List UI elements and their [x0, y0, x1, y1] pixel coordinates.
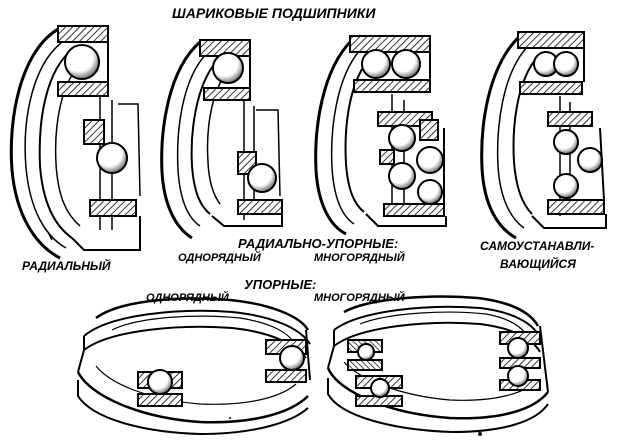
- label-self-aligning-2: ВАЮЩИЙСЯ: [500, 257, 576, 271]
- self-aligning-bearing: [480, 31, 607, 240]
- label-self-aligning-1: САМОУСТАНАВЛИ-: [480, 239, 595, 253]
- scan-speck: [229, 417, 231, 419]
- label-angular-single: ОДНОРЯДНЫЙ: [178, 252, 261, 264]
- thrust-single-bearing: [76, 297, 311, 436]
- label-radial: РАДИАЛЬНЫЙ: [22, 259, 111, 273]
- scan-speck: [478, 432, 482, 436]
- figure-title: ШАРИКОВЫЕ ПОДШИПНИКИ: [172, 5, 376, 21]
- angular-multi-bearing: [314, 35, 447, 236]
- label-thrust-multi: МНОГОРЯДНЫЙ: [314, 292, 405, 304]
- label-thrust: УПОРНЫЕ:: [244, 277, 317, 292]
- thrust-multi-bearing: [326, 295, 549, 434]
- angular-single-bearing: [160, 39, 283, 240]
- radial-bearing: [9, 25, 141, 260]
- label-angular-contact: РАДИАЛЬНО-УПОРНЫЕ:: [238, 236, 399, 251]
- label-angular-multi: МНОГОРЯДНЫЙ: [314, 252, 405, 264]
